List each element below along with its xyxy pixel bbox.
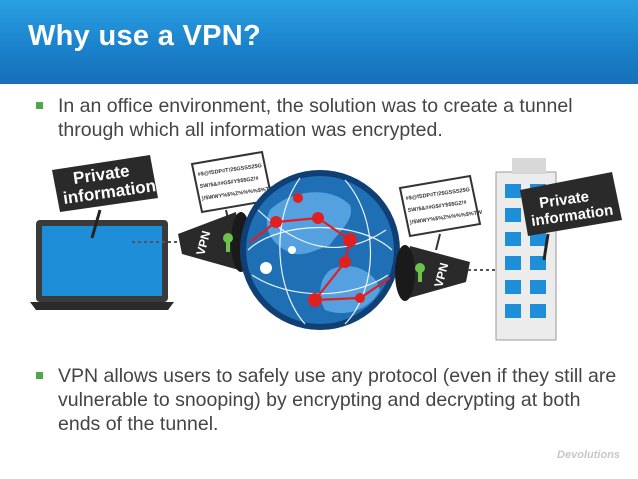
network-node xyxy=(293,193,303,203)
vpn-illustration: Private information #$@fSDP#T!2$GSSS2$G … xyxy=(30,150,622,341)
network-node-white xyxy=(260,262,272,274)
right-cipher-bubble: #$@fSDP#T!2$GSSS2$G SW!$&##G$#Y$$$G2!# )… xyxy=(398,174,483,251)
bullet-item: VPN allows users to safely use any proto… xyxy=(36,364,626,436)
left-vpn-megaphone: VPN xyxy=(178,212,251,272)
key-icon xyxy=(415,263,425,282)
network-node xyxy=(339,256,351,268)
network-node xyxy=(312,212,324,224)
laptop-icon xyxy=(30,220,174,310)
right-sign-line1: Private xyxy=(538,188,590,212)
bullet-item: In an office environment, the solution w… xyxy=(36,94,626,142)
globe-icon xyxy=(240,170,400,330)
slide-title: Why use a VPN? xyxy=(28,20,262,52)
network-node xyxy=(308,293,322,307)
left-cipher-bubble: #$@fSDP#T!2$GSSS2$G SW!$&##G$#Y$$$G2!# )… xyxy=(190,150,275,229)
network-node xyxy=(355,293,365,303)
network-node xyxy=(270,216,282,228)
bullet-square-icon xyxy=(36,372,43,379)
bullet-text: In an office environment, the solution w… xyxy=(58,95,573,141)
bullet-square-icon xyxy=(36,102,43,109)
right-vpn-megaphone: VPN xyxy=(395,245,470,301)
left-vpn-label: VPN xyxy=(193,229,213,256)
key-icon xyxy=(223,233,233,252)
bullet-text: VPN allows users to safely use any proto… xyxy=(58,365,617,435)
title-bar: Why use a VPN? xyxy=(0,0,638,84)
network-node-white xyxy=(288,246,296,254)
devolutions-watermark: Devolutions xyxy=(557,449,620,461)
network-node xyxy=(343,233,357,247)
right-vpn-label: VPN xyxy=(431,261,451,288)
